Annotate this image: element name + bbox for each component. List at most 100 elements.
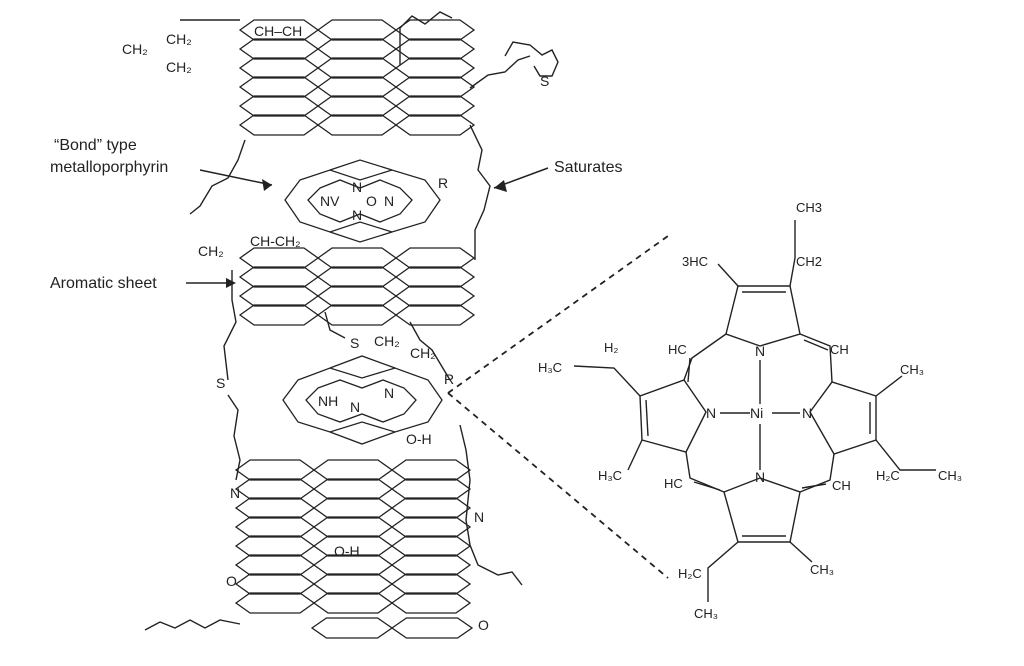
hexagon-ring xyxy=(316,266,398,288)
hexagon-ring xyxy=(234,516,316,538)
atom-3hc: 3HC xyxy=(682,254,708,269)
atom-ch2-c: CH₂ xyxy=(166,59,192,75)
hexagon-ring xyxy=(394,114,476,136)
hexagon-ring xyxy=(316,95,398,117)
hexagon-ring xyxy=(234,573,316,595)
atom-ch3-r2: CH₃ xyxy=(938,468,962,483)
atom-ni: Ni xyxy=(750,405,763,421)
hexagon-ring xyxy=(390,573,472,595)
hexagon-ring xyxy=(312,592,394,614)
atom-n-left: N xyxy=(706,405,716,421)
callout-labels: “Bond” type metalloporphyrin Saturates A… xyxy=(50,137,622,292)
atom-ch3-r: CH₃ xyxy=(900,362,924,377)
zoom-callout-lines xyxy=(447,235,669,579)
atom-ch2-f: CH₂ xyxy=(410,345,436,361)
hexagon-ring xyxy=(234,535,316,557)
hexagon-ring xyxy=(234,459,316,481)
hexagon-ring xyxy=(238,76,320,98)
atom-nv: NV xyxy=(320,193,340,209)
hexagon-ring xyxy=(394,57,476,79)
hexagon-ring xyxy=(238,114,320,136)
atom-n-top: N xyxy=(755,343,765,359)
metalloporphyrin-label: metalloporphyrin xyxy=(50,159,168,176)
hexagon-ring xyxy=(316,57,398,79)
atom-ch-ch: CH–CH xyxy=(254,23,302,39)
hexagon-ring xyxy=(394,247,476,269)
atom-ch-br: CH xyxy=(832,478,851,493)
hexagon-ring xyxy=(238,38,320,60)
atom-s-ch2: S xyxy=(350,335,359,351)
hexagon-ring xyxy=(238,285,320,307)
hexagon-ring xyxy=(316,247,398,269)
atom-h3c-bl: H₃C xyxy=(598,468,622,483)
hexagon-ring xyxy=(234,592,316,614)
hexagon-ring xyxy=(316,285,398,307)
atom-h2c-b: H₂C xyxy=(678,566,702,581)
atom-n2: N xyxy=(352,207,362,223)
hexagon-ring xyxy=(234,497,316,519)
hexagon-ring xyxy=(234,554,316,576)
alkyl-chains xyxy=(144,11,559,631)
atom-ch-r: CH xyxy=(830,342,849,357)
atom-ch2-e: CH₂ xyxy=(374,333,400,349)
bond-metalloporphyrin-rings xyxy=(284,159,441,243)
hexagon-ring xyxy=(316,38,398,60)
atom-r2: R xyxy=(444,371,454,387)
bond-type-label: “Bond” type xyxy=(54,137,137,154)
atom-s-thiolane: S xyxy=(540,73,549,89)
atom-n3: N xyxy=(384,193,394,209)
hexagon-ring xyxy=(394,304,476,326)
hexagon-ring xyxy=(394,266,476,288)
lower-porphyrin-rings xyxy=(282,355,443,445)
hexagon-ring xyxy=(312,459,394,481)
atom-keto1: O xyxy=(226,573,237,589)
hexagon-ring xyxy=(394,76,476,98)
atom-ch2-b: CH₂ xyxy=(166,31,192,47)
atom-o: O xyxy=(366,193,377,209)
atom-n-right: N xyxy=(802,405,812,421)
hexagon-ring xyxy=(390,459,472,481)
hexagon-ring xyxy=(316,114,398,136)
atom-n5: N xyxy=(384,385,394,401)
hexagon-ring xyxy=(394,19,476,41)
atom-h2-l: H₂ xyxy=(604,340,618,355)
hexagon-ring xyxy=(312,478,394,500)
hexagon-ring xyxy=(390,516,472,538)
atom-nh: NH xyxy=(318,393,338,409)
hexagon-ring xyxy=(312,573,394,595)
atom-hc-l: HC xyxy=(668,342,687,357)
atom-ch3-b: CH₃ xyxy=(810,562,834,577)
hexagon-ring xyxy=(238,95,320,117)
hexagon-ring xyxy=(390,592,472,614)
hexagon-ring xyxy=(390,497,472,519)
atom-n4: N xyxy=(350,399,360,415)
hexagon-ring xyxy=(238,57,320,79)
atom-h3c-l: H₃C xyxy=(538,360,562,375)
hexagon-ring xyxy=(390,554,472,576)
atom-oh1: O-H xyxy=(406,431,432,447)
hexagon-ring xyxy=(394,285,476,307)
atom-s-link: S xyxy=(216,375,225,391)
hexagon-ring xyxy=(312,497,394,519)
hexagon-ring xyxy=(394,38,476,60)
hexagon-ring xyxy=(238,266,320,288)
asphaltene-atom-labels: CH–CH CH₂ CH₂ CH₂ S NV N O N N R CH₂ CH-… xyxy=(122,23,549,633)
hexagon-ring xyxy=(316,76,398,98)
atom-n-ring: N xyxy=(230,485,240,501)
hexagon-ring xyxy=(238,304,320,326)
atom-hc-bl: HC xyxy=(664,476,683,491)
hexagon-ring xyxy=(238,247,320,269)
hexagon-ring xyxy=(316,304,398,326)
hexagon-ring xyxy=(394,95,476,117)
arrows xyxy=(186,167,549,288)
porphyrin-atom-labels: CH3 3HC CH2 HC CH H₃C H₂ CH₃ N Ni N N N … xyxy=(538,200,962,621)
atom-h2c-r: H₂C xyxy=(876,468,900,483)
hexagon-ring xyxy=(234,478,316,500)
atom-ch2-a: CH₂ xyxy=(122,41,148,57)
aromatic-sheets xyxy=(234,19,476,639)
atom-n-bot: N xyxy=(755,469,765,485)
saturates-label: Saturates xyxy=(554,159,622,176)
atom-ch2-d: CH₂ xyxy=(198,243,224,259)
atom-oh2: O-H xyxy=(334,543,360,559)
